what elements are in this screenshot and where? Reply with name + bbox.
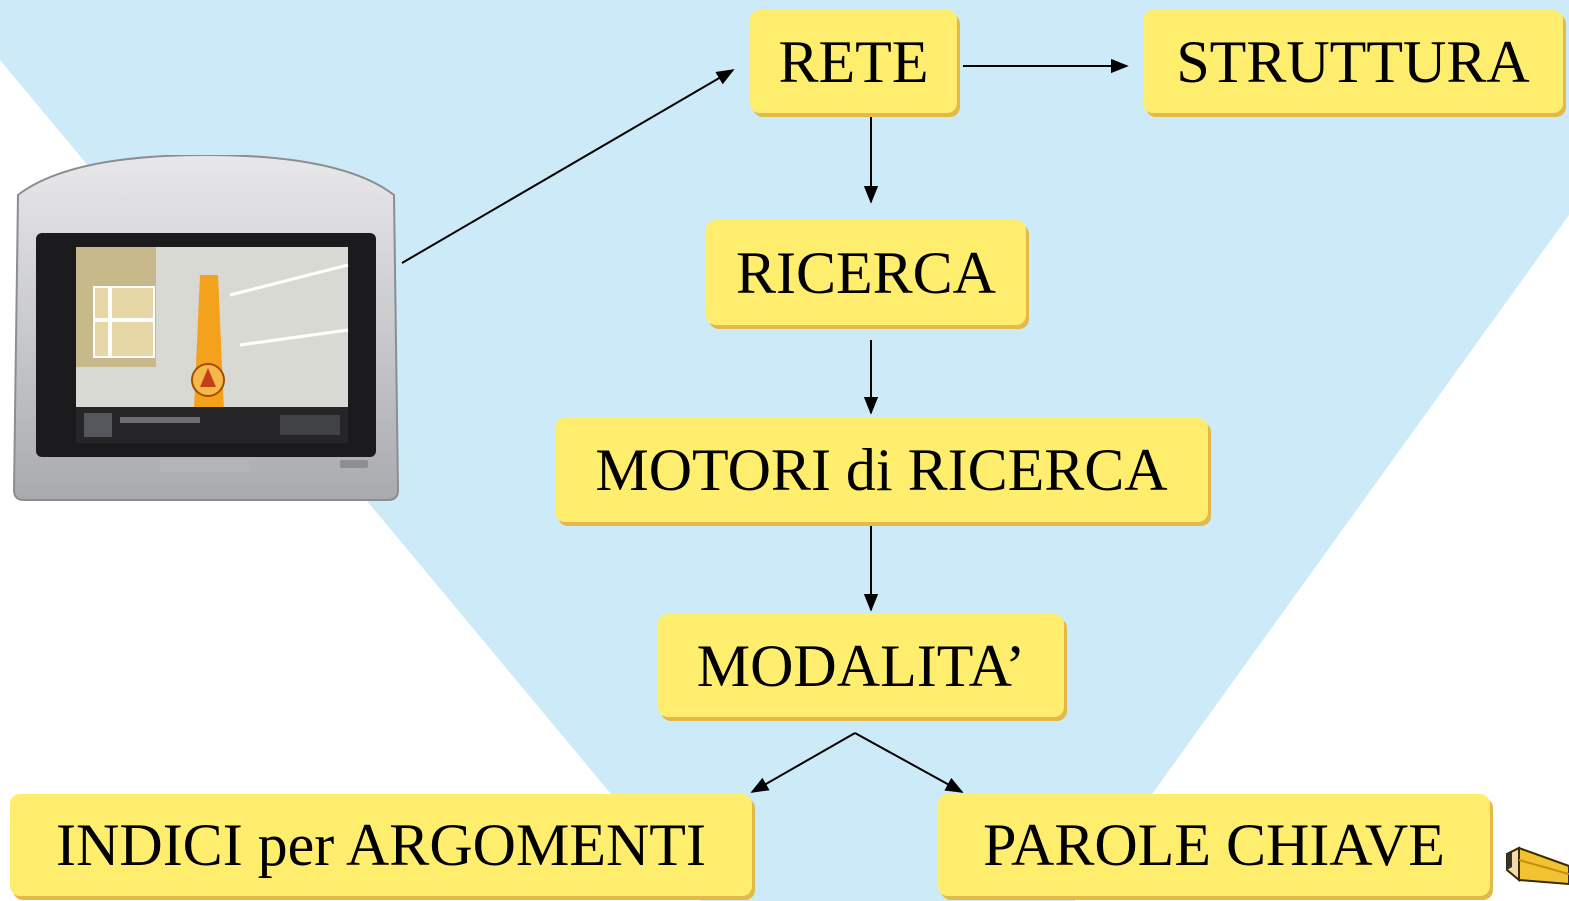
node-parole-chiave: PAROLE CHIAVE bbox=[938, 794, 1490, 896]
node-rete: RETE bbox=[750, 10, 957, 113]
pencil-icon bbox=[1505, 846, 1569, 886]
node-motori-di-ricerca: MOTORI di RICERCA bbox=[555, 418, 1208, 522]
node-modalita: MODALITA’ bbox=[658, 614, 1064, 717]
node-indici-per-argomenti: INDICI per ARGOMENTI bbox=[10, 794, 752, 896]
node-struttura: STRUTTURA bbox=[1143, 10, 1563, 113]
gps-navigator-icon bbox=[12, 155, 400, 501]
node-ricerca: RICERCA bbox=[706, 220, 1026, 325]
